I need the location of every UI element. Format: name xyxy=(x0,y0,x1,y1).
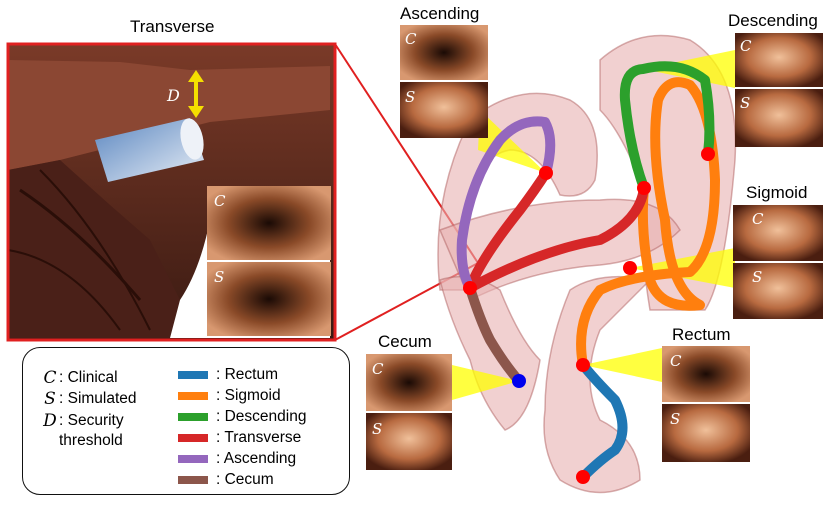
cecum-label: : Cecum xyxy=(216,471,274,488)
simulated-label: : Simulated xyxy=(59,390,137,407)
rectum-simulated-symbol: S xyxy=(670,410,681,428)
sigmoid-path xyxy=(576,77,720,370)
legend-descending: : Descending xyxy=(178,408,306,426)
cecum-clinical-symbol: C xyxy=(372,360,384,378)
rectum-clinical-symbol: C xyxy=(670,352,682,370)
rectum-end-marker xyxy=(576,470,590,484)
security-cylinder xyxy=(95,118,204,182)
sigmoid-label: : Sigmoid xyxy=(216,387,281,404)
descending-clinical-symbol: C xyxy=(740,37,752,55)
transverse-clinical-symbol: C xyxy=(214,192,226,210)
cecum-view-cone xyxy=(452,365,519,400)
rectum-marker xyxy=(576,358,590,372)
ascending-swatch xyxy=(178,455,208,463)
legend-security: D : Security xyxy=(41,411,124,431)
rectum-view-cone xyxy=(583,348,662,382)
transverse-descending-marker xyxy=(637,181,651,195)
cecum-title: Cecum xyxy=(378,332,432,351)
legend-cecum: : Cecum xyxy=(178,471,274,489)
ascending-simulated-image xyxy=(400,82,488,138)
descending-swatch xyxy=(178,413,208,421)
transverse-simulated-image xyxy=(207,262,331,336)
legend-ascending: : Ascending xyxy=(178,450,296,468)
sigmoid-clinical-image xyxy=(733,205,823,261)
rectum-clinical-image xyxy=(662,346,750,402)
sigmoid-simulated-symbol: S xyxy=(752,268,763,286)
cecum-thumbnails xyxy=(366,354,452,470)
simulated-symbol: S xyxy=(44,389,56,409)
legend-rectum: : Rectum xyxy=(178,366,278,384)
cecum-swatch xyxy=(178,476,208,484)
rectum-label: : Rectum xyxy=(216,366,279,383)
descending-thumbnails xyxy=(735,33,823,147)
legend-sigmoid: : Sigmoid xyxy=(178,387,281,405)
descending-marker xyxy=(701,147,715,161)
clinical-symbol: C xyxy=(43,368,57,388)
cecum-marker xyxy=(512,374,526,388)
transverse-swatch xyxy=(178,434,208,442)
sigmoid-title: Sigmoid xyxy=(746,183,808,202)
cecum-clinical-image xyxy=(366,354,452,411)
ascending-marker xyxy=(539,166,553,180)
ascending-path xyxy=(456,116,556,293)
legend-security-line2: threshold xyxy=(59,432,123,450)
ascending-clinical-symbol: C xyxy=(405,30,417,48)
descending-label: : Descending xyxy=(216,408,307,425)
rectum-title: Rectum xyxy=(672,325,731,344)
sigmoid-marker xyxy=(623,261,637,275)
transverse-title: Transverse xyxy=(130,17,215,36)
rectum-swatch xyxy=(178,371,208,379)
cecum-simulated-image xyxy=(366,413,452,470)
security-label-2: threshold xyxy=(59,432,123,449)
legend-simulated: S : Simulated xyxy=(41,389,137,409)
ascending-thumbnails xyxy=(400,25,488,138)
sigmoid-simulated-image xyxy=(733,263,823,319)
legend-box: C : Clinical S : Simulated D : Security … xyxy=(22,347,350,495)
ascending-simulated-symbol: S xyxy=(405,88,416,106)
cecum-simulated-symbol: S xyxy=(372,420,383,438)
ascending-label: : Ascending xyxy=(216,450,297,467)
sigmoid-thumbnails xyxy=(733,205,823,319)
sigmoid-clinical-symbol: C xyxy=(752,210,764,228)
rectum-path xyxy=(578,360,628,482)
sigmoid-swatch xyxy=(178,392,208,400)
descending-simulated-image xyxy=(735,89,823,147)
security-threshold-symbol: D xyxy=(167,86,180,105)
transverse-marker xyxy=(463,281,477,295)
clinical-label: : Clinical xyxy=(59,369,118,386)
descending-simulated-symbol: S xyxy=(740,94,751,112)
descending-title: Descending xyxy=(728,11,818,30)
cecum-path xyxy=(465,283,524,386)
transverse-clinical-image xyxy=(207,186,331,260)
ascending-title: Ascending xyxy=(400,4,480,23)
position-markers xyxy=(463,147,715,484)
transverse-label: : Transverse xyxy=(216,429,302,446)
legend-clinical: C : Clinical xyxy=(41,368,118,388)
security-label: : Security xyxy=(59,412,124,429)
legend-transverse: : Transverse xyxy=(178,429,301,447)
security-threshold-arrow xyxy=(188,70,204,118)
descending-clinical-image xyxy=(735,33,823,87)
rectum-simulated-image xyxy=(662,404,750,462)
descending-path xyxy=(619,61,715,193)
rectum-thumbnails xyxy=(662,346,750,462)
transverse-simulated-symbol: S xyxy=(214,268,225,286)
security-symbol: D xyxy=(43,411,57,431)
zoom-frame xyxy=(6,42,337,342)
ascending-clinical-image xyxy=(400,25,488,80)
transverse-thumbnails xyxy=(207,186,331,336)
ascending-view-cone xyxy=(478,110,546,173)
